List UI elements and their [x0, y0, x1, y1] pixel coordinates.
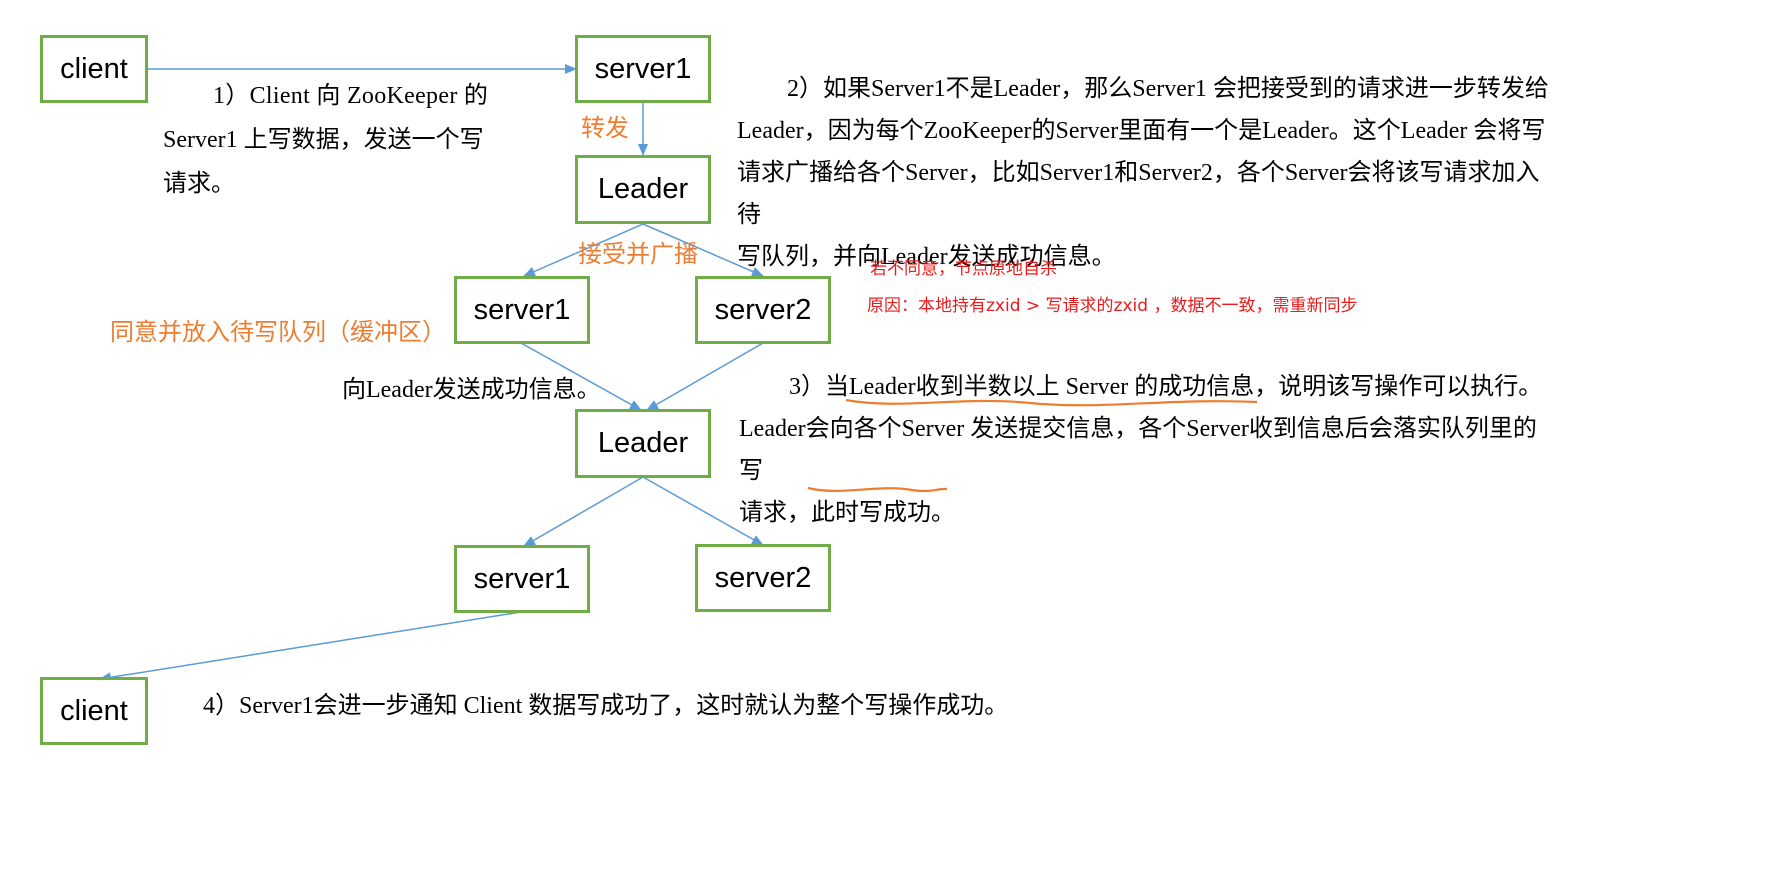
step1-line: Server1 上写数据，发送一个写: [163, 127, 484, 153]
leader-node-1: Leader: [575, 155, 711, 224]
step3-suffix: ，说明该写操作可以执行。: [1254, 374, 1543, 400]
label-forward: 转发: [581, 114, 629, 142]
edge-server1-to-client: [99, 611, 522, 683]
step4-text: 4）Server1会进一步通知 Client 数据写成功了，这时就认为整个写操作…: [203, 693, 1009, 719]
step2-line: 写队列，并向Leader发送成功信息。: [737, 244, 1116, 270]
step3-line-3: 请求，此时写成功。: [739, 492, 1559, 534]
step3-line3-prefix: 请求，: [739, 500, 811, 526]
server2-node-bottom: server2: [695, 544, 831, 612]
step2-text: 2）如果Server1不是Leader，那么Server1 会把接受到的请求进一…: [737, 68, 1557, 278]
edge-leader-to-server1: [523, 223, 644, 277]
step3-majority-highlight: Leader收到半数以上 Server 的成功信息: [849, 374, 1255, 400]
server1-node-bottom: server1: [454, 545, 590, 613]
client-node-top: client: [40, 35, 148, 103]
label-accept-broadcast: 接受并广播: [578, 240, 698, 268]
edge-leader2-to-server1: [523, 476, 644, 547]
step1-line: 请求。: [163, 171, 235, 197]
leader-node-2: Leader: [575, 409, 711, 478]
underline-majority: [845, 398, 1258, 407]
note-reason: 原因：本地持有zxid > 写请求的zxid ，数据不一致，需重新同步: [867, 296, 1358, 316]
underline-write-success: [807, 486, 948, 493]
server2-node-mid: server2: [695, 276, 831, 344]
server1-node-mid: server1: [454, 276, 590, 344]
step2-line: 请求广播给各个Server，比如Server1和Server2，各个Server…: [737, 160, 1540, 228]
step3-prefix: 3）当: [789, 374, 849, 400]
step2-line: 2）如果Server1不是Leader，那么Server1 会把接受到的请求进一…: [787, 76, 1549, 102]
label-agree-queue: 同意并放入待写队列（缓冲区）: [110, 318, 446, 346]
step3-line-2: Leader会向各个Server 发送提交信息，各个Server收到信息后会落实…: [739, 416, 1537, 484]
edge-leader2-to-server2: [642, 476, 764, 546]
step1-line: 1）Client 向 ZooKeeper 的: [213, 83, 489, 109]
edge-server2-to-leader2: [646, 342, 764, 411]
step1-text: 1）Client 向 ZooKeeper 的 Server1 上写数据，发送一个…: [163, 74, 503, 206]
edge-server1-to-leader2: [520, 342, 642, 411]
label-send-success: 向Leader发送成功信息。: [342, 377, 601, 403]
step3-line-1: 3）当Leader收到半数以上 Server 的成功信息，说明该写操作可以执行。: [739, 366, 1559, 408]
step2-line: Leader，因为每个ZooKeeper的Server里面有一个是Leader。…: [737, 118, 1546, 144]
client-node-bottom: client: [40, 677, 148, 745]
step3-text: 3）当Leader收到半数以上 Server 的成功信息，说明该写操作可以执行。…: [739, 366, 1559, 534]
step3-success-highlight: 此时写成功。: [811, 500, 955, 526]
note-disagree: 若不同意，节点原地自杀: [870, 259, 1057, 279]
edge-leader-to-server2: [642, 223, 764, 277]
server1-node-top: server1: [575, 35, 711, 103]
